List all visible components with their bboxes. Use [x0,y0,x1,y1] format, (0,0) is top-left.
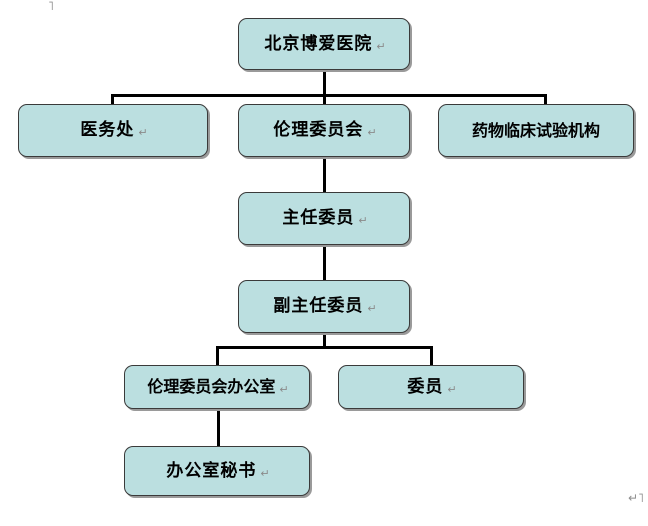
connector-to-ethics-committee [323,94,326,106]
return-mark: ↵ [279,382,289,396]
connector-to-trial-institution [544,94,547,106]
node-office-secretary-label: 办公室秘书 [166,460,257,481]
connector-level5-bus [216,346,433,349]
connector-to-ethics-office [216,346,219,366]
node-vice-chairman-label: 副主任委员 [273,296,364,316]
node-hospital-label: 北京博爱医院 [264,33,373,54]
node-hospital[interactable]: 北京博爱医院 ↵ [238,18,410,70]
node-ethics-committee-label: 伦理委员会 [273,120,364,140]
connector-ethics-to-chairman [323,157,326,193]
node-trial-institution[interactable]: 药物临床试验机构 [438,104,634,157]
return-mark: ↵ [358,214,368,227]
node-medical-affairs[interactable]: 医务处 ↵ [18,104,208,157]
node-ethics-office-label: 伦理委员会办公室 [147,377,276,396]
node-member[interactable]: 委员 ↵ [338,365,524,409]
node-office-secretary[interactable]: 办公室秘书 ↵ [124,446,310,496]
node-member-label: 委员 [407,376,444,397]
return-mark: ↵ [447,382,457,396]
return-mark: ↵ [376,39,386,53]
node-ethics-office[interactable]: 伦理委员会办公室 ↵ [124,365,310,409]
node-medical-affairs-label: 医务处 [80,120,135,140]
return-mark: ↵ [367,126,377,139]
node-chairman[interactable]: 主任委员 ↵ [238,192,410,245]
bottom-return-mark: ↵˥ [628,491,644,505]
connector-to-medical-affairs [111,94,114,106]
node-chairman-label: 主任委员 [282,208,355,228]
node-vice-chairman[interactable]: 副主任委员 ↵ [238,280,410,333]
node-trial-institution-label: 药物临床试验机构 [471,120,600,140]
return-mark: ↵ [367,302,377,315]
connector-level2-bus [111,94,547,97]
node-ethics-committee[interactable]: 伦理委员会 ↵ [238,104,410,157]
connector-hospital-stem [323,70,326,96]
connector-chairman-to-vice [323,245,326,281]
connector-vice-stem [323,332,326,348]
connector-office-to-secretary [217,408,220,447]
return-mark: ↵ [138,126,148,139]
return-mark: ↵ [260,466,270,480]
top-tick-mark: ˥ [48,0,54,13]
connector-to-member [430,346,433,366]
